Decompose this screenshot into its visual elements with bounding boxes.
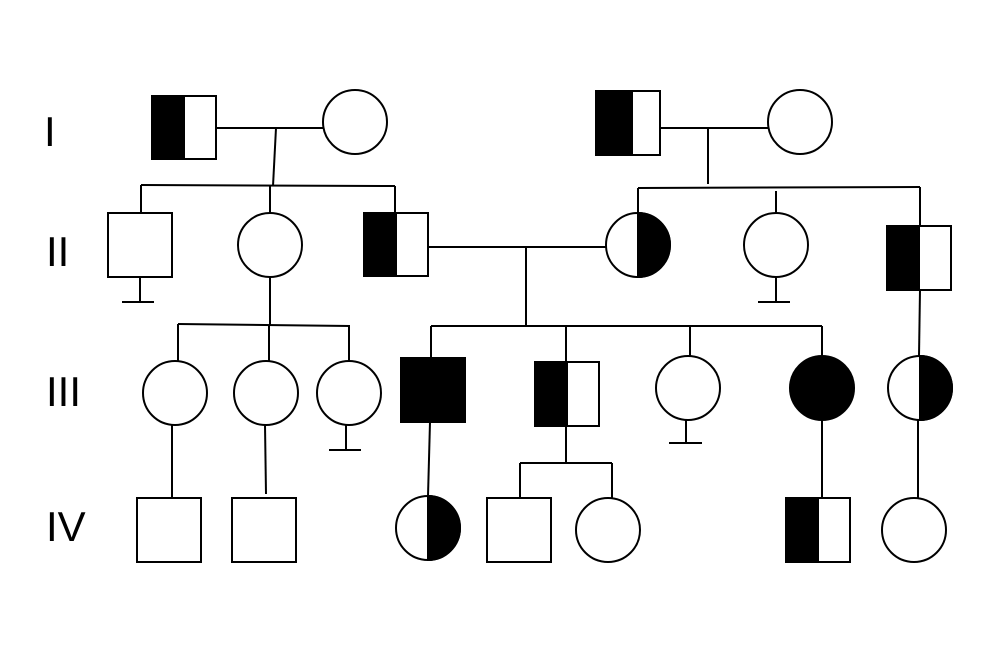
individual-III-6-female	[655, 355, 721, 421]
individual-II-5-female	[743, 212, 809, 278]
individual-I-4-female	[767, 89, 833, 155]
individual-II-1-male	[107, 212, 173, 278]
connecting-lines	[122, 127, 921, 498]
individual-IV-2-male	[231, 497, 297, 563]
generation-label-1: I	[44, 108, 56, 155]
generation-label-4: IV	[46, 503, 86, 550]
individual-I-1-male-carrier	[151, 95, 217, 160]
individual-III-1-female	[142, 360, 208, 426]
individual-III-4-male-affected	[400, 357, 466, 423]
individual-III-2-female	[233, 360, 299, 426]
individual-IV-1-male	[136, 497, 202, 563]
individual-I-3-male-carrier	[595, 90, 661, 156]
individual-I-2-female	[322, 89, 388, 155]
generation-label-2: II	[46, 228, 69, 275]
individual-IV-4-male	[486, 497, 552, 563]
individual-IV-7-female	[881, 497, 947, 563]
individual-II-3-male-carrier	[363, 212, 429, 277]
individual-IV-6-male-carrier	[785, 497, 851, 563]
individual-IV-3-female-carrier	[395, 494, 461, 562]
individual-IV-5-female	[575, 497, 641, 563]
individual-II-6-male-carrier	[886, 225, 952, 291]
individual-II-4-female-carrier	[605, 211, 671, 279]
individual-III-3-female	[316, 360, 382, 426]
individual-III-8-female-carrier	[887, 354, 953, 422]
generation-label-3: III	[46, 368, 81, 415]
individual-III-7-female-affected	[789, 355, 855, 421]
individual-II-2-female	[237, 212, 303, 278]
individual-III-5-male-carrier	[534, 361, 600, 427]
